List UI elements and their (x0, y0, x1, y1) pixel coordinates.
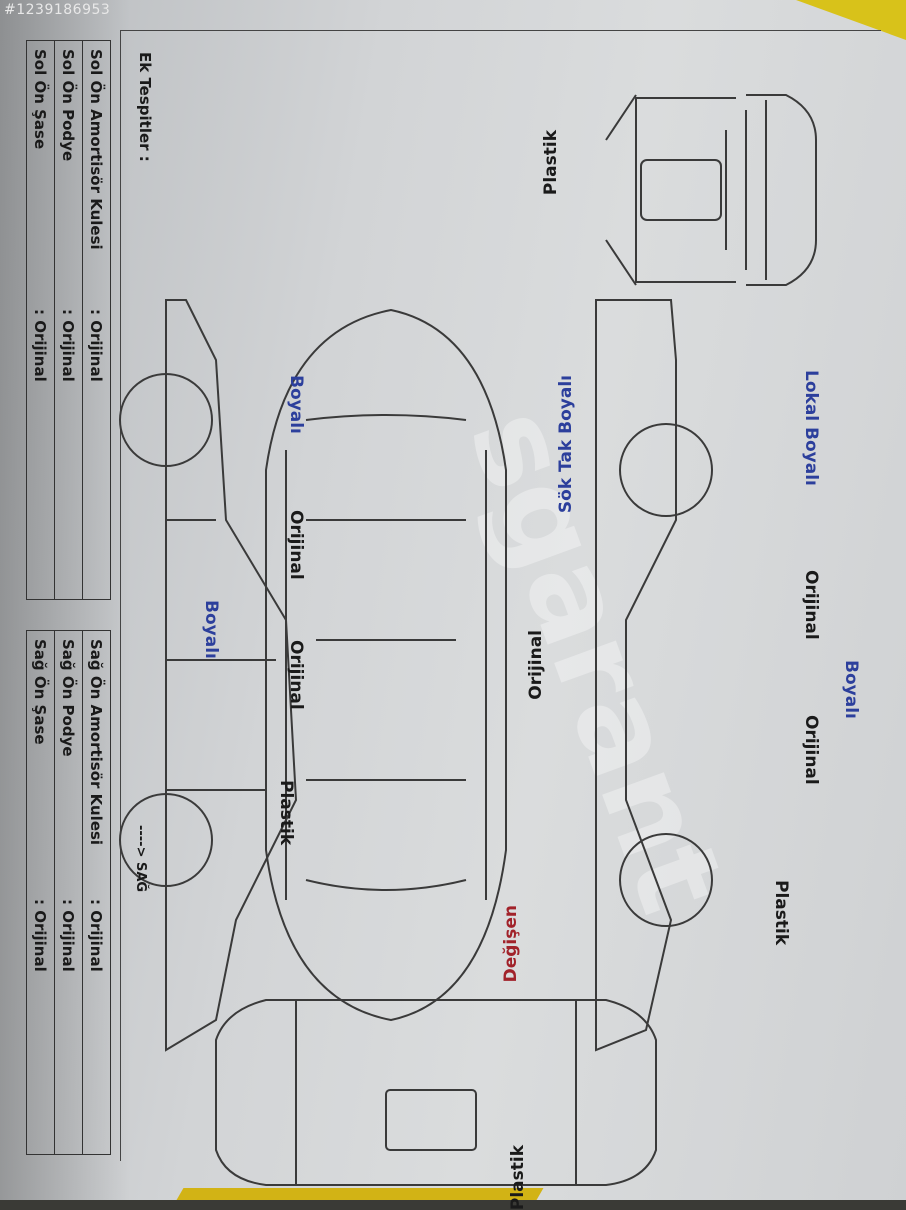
right-sill-label: Boyalı (841, 660, 861, 719)
row-value: : Orijinal (87, 899, 105, 972)
row-value: : Orijinal (87, 309, 105, 382)
front-bumper-label: Plastik (508, 1145, 528, 1210)
top-view-car (265, 308, 507, 1022)
table-row: Sol Ön Şase : Orijinal (26, 40, 54, 600)
table-row: Sağ Ön Podye : Orijinal (54, 630, 82, 1155)
ek-tespitler-heading: Ek Tespitler : (136, 52, 154, 162)
row-label: Sağ Ön Amortisör Kulesi (87, 639, 105, 846)
table-row: Sol Ön Podye : Orijinal (54, 40, 82, 600)
trunk-label: Sök Tak Boyalı (556, 375, 576, 514)
rear-view-car (605, 94, 817, 286)
row-value: : Orijinal (59, 899, 77, 972)
left-side-car (119, 299, 298, 1052)
left-chassis-table: Sol Ön Amortisör Kulesi : Orijinal Sol Ö… (3, 40, 111, 600)
table-row: Sol Ön Amortisör Kulesi : Orijinal (82, 40, 111, 600)
row-value: : Orijinal (31, 309, 49, 382)
left-front-door-label: Orijinal (286, 640, 306, 710)
row-label: Sağ Ön Podye (59, 639, 77, 757)
row-label: Sol Ön Podye (59, 49, 77, 162)
left-rear-fender-label: Boyalı (286, 375, 306, 434)
front-view-car (215, 999, 657, 1186)
table-row: Sağ Ön Şase : Orijinal (26, 630, 54, 1155)
roof-label: Orijinal (526, 630, 546, 700)
rear-bumper-label: Plastik (541, 130, 561, 196)
left-front-fender-label: Plastik (276, 780, 296, 846)
row-label: Sağ Ön Şase (31, 639, 49, 745)
direction-indicator: ----> SAĞ (133, 825, 148, 893)
right-rear-fender-label: Lokal Boyalı (801, 370, 821, 486)
hood-label: Değişen (501, 905, 521, 983)
row-value: : Orijinal (31, 899, 49, 972)
chassis-tables: Sol Ön Amortisör Kulesi : Orijinal Sol Ö… (3, 40, 111, 1160)
left-rear-door-label: Orijinal (286, 510, 306, 580)
right-front-door-label: Orijinal (801, 715, 821, 785)
table-row: Sağ Ön Amortisör Kulesi : Orijinal (82, 630, 111, 1155)
yellow-surface-corner (796, 0, 906, 40)
shadow (0, 0, 130, 1200)
right-front-fender-label: Plastik (771, 880, 791, 946)
listing-id: #1239186953 (4, 2, 111, 18)
row-value: : Orijinal (59, 309, 77, 382)
row-label: Sol Ön Amortisör Kulesi (87, 49, 105, 250)
right-side-car (595, 299, 713, 1052)
row-label: Sol Ön Şase (31, 49, 49, 150)
right-rear-door-label: Orijinal (801, 570, 821, 640)
right-chassis-table: Sağ Ön Amortisör Kulesi : Orijinal Sağ Ö… (3, 630, 111, 1155)
left-sill-label: Boyalı (201, 600, 221, 659)
